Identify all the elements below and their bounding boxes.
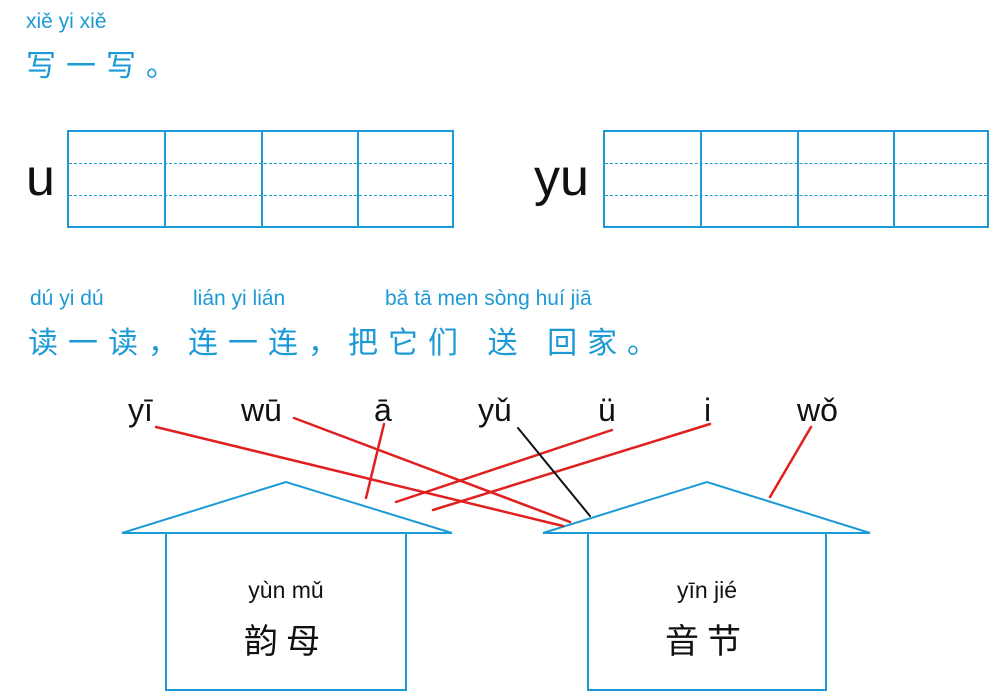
syllable-yi[interactable]: yī (128, 392, 153, 428)
section2-pinyin-sendhome: bǎ tā men sòng huí jiā (385, 287, 592, 310)
syllable-i[interactable]: i (704, 392, 712, 428)
house-title-finals: 韵母 (244, 622, 328, 662)
house-pinyin-syllables: yīn jié (676, 577, 738, 603)
grid-divider (357, 132, 359, 226)
grid-divider (893, 132, 895, 226)
house-body-finals (165, 533, 407, 691)
house-title-syllables: 音节 (665, 622, 749, 662)
grid-guide-line (605, 163, 987, 164)
grid-guide-line (69, 163, 452, 164)
writing-letter-yu: yu (534, 149, 589, 207)
match-line-yi (154, 425, 565, 528)
house-label-syllables: yīn jié 音节 (588, 577, 826, 663)
syllable-wu[interactable]: wū (241, 392, 282, 428)
syllable-a[interactable]: ā (374, 392, 392, 428)
syllable-yu[interactable]: yǔ (478, 392, 512, 428)
grid-divider (261, 132, 263, 226)
house-body-syllables (587, 533, 827, 691)
house-pinyin-finals: yùn mǔ (248, 577, 324, 603)
match-line-yu (517, 427, 591, 517)
section2-pinyin-connect: lián yi lián (193, 287, 286, 310)
house-roof-syllables (542, 480, 871, 534)
match-line-u-umlaut (394, 428, 614, 504)
section1-pinyin: xiě yi xiě (26, 10, 107, 33)
syllable-u-umlaut[interactable]: ü (598, 392, 616, 428)
grid-divider (164, 132, 166, 226)
section1-title: 写一写。 (26, 49, 186, 84)
section2-pinyin-read: dú yi dú (30, 287, 104, 310)
syllable-wo[interactable]: wǒ (797, 392, 838, 428)
writing-letter-u: u (26, 149, 55, 207)
grid-guide-line (69, 195, 452, 196)
house-label-finals: yùn mǔ 韵母 (166, 577, 406, 663)
match-line-i (431, 422, 712, 512)
grid-guide-line (605, 195, 987, 196)
writing-grid-u[interactable] (67, 130, 454, 228)
section2-title: 读一读，连一连，把它们 送 回家。 (28, 326, 668, 361)
grid-divider (797, 132, 799, 226)
match-line-wo (768, 425, 813, 499)
writing-grid-yu[interactable] (603, 130, 989, 228)
house-roof-finals (121, 480, 453, 534)
match-line-wu (292, 416, 572, 524)
grid-divider (700, 132, 702, 226)
match-line-a (364, 422, 386, 500)
